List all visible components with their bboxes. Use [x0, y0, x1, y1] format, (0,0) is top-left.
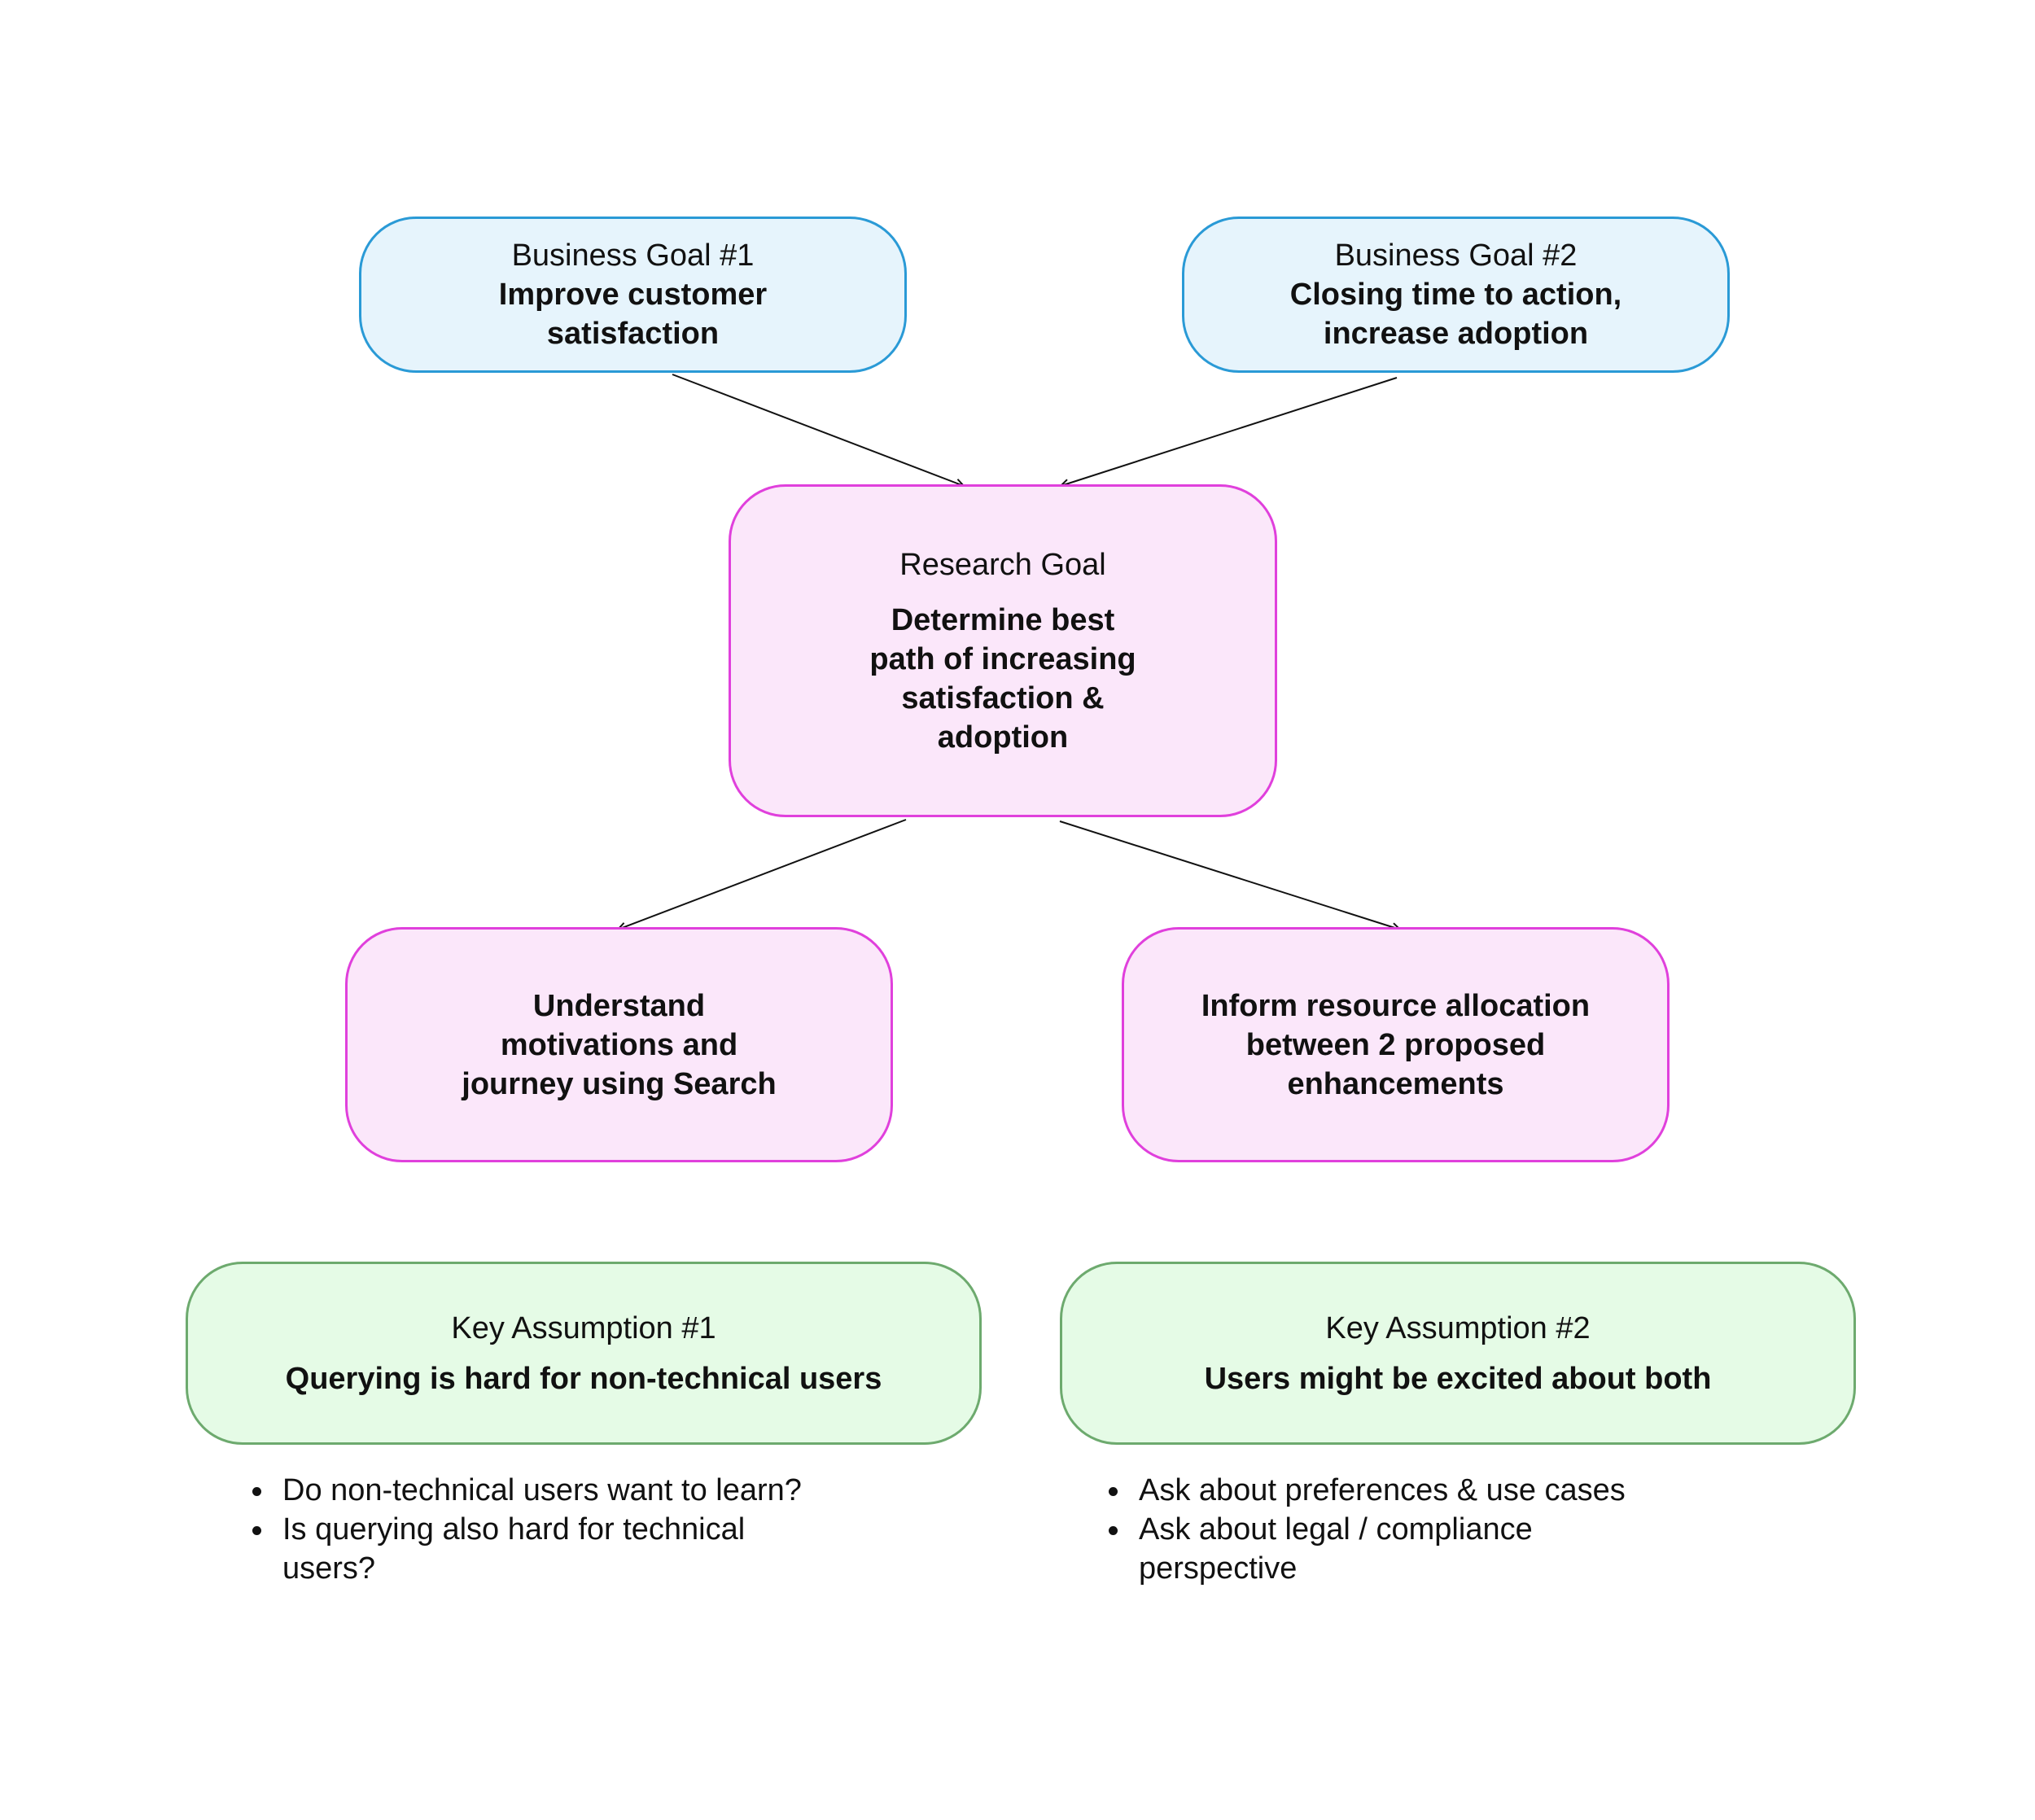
sub-goal-2: Inform resource allocation between 2 pro… — [1122, 927, 1670, 1162]
question-item: Is querying also hard for technical user… — [248, 1510, 834, 1588]
key-assumption-2-label: Key Assumption #2 — [1325, 1310, 1591, 1345]
key-assumption-1-questions: Do non-technical users want to learn? Is… — [248, 1471, 834, 1588]
key-assumption-2-title: Users might be excited about both — [1204, 1361, 1712, 1396]
sub-goal-1-title: Understand motivations and journey using… — [462, 988, 777, 1101]
key-assumption-2-questions: Ask about preferences & use cases Ask ab… — [1105, 1471, 1691, 1588]
question-item: Ask about preferences & use cases — [1105, 1471, 1691, 1510]
question-item: Ask about legal / compliance perspective — [1105, 1510, 1691, 1588]
business-goal-1: Business Goal #1 Improve customer satisf… — [359, 217, 907, 373]
arrow-research-goal-to-sub-goal-2 — [1059, 820, 1400, 930]
arrow-business-goal-2-to-research-goal — [1061, 377, 1398, 486]
arrow-research-goal-to-sub-goal-1 — [618, 819, 907, 930]
business-goal-2-label: Business Goal #2 — [1334, 238, 1578, 273]
business-goal-2-title: Closing time to action, increase adoptio… — [1289, 278, 1622, 351]
business-goal-2: Business Goal #2 Closing time to action,… — [1182, 217, 1730, 373]
key-assumption-2: Key Assumption #2 Users might be excited… — [1060, 1262, 1856, 1445]
business-goal-1-label: Business Goal #1 — [511, 238, 755, 273]
research-goal-label: Research Goal — [899, 547, 1106, 582]
arrow-business-goal-1-to-research-goal — [672, 374, 964, 486]
key-assumption-1-title: Querying is hard for non-technical users — [285, 1361, 882, 1396]
business-goal-1-title: Improve customer satisfaction — [498, 278, 768, 351]
key-assumption-1-label: Key Assumption #1 — [451, 1310, 716, 1345]
research-goal: Research Goal Determine best path of inc… — [729, 484, 1277, 817]
question-item: Do non-technical users want to learn? — [248, 1471, 834, 1510]
key-assumption-1: Key Assumption #1 Querying is hard for n… — [186, 1262, 982, 1445]
sub-goal-1: Understand motivations and journey using… — [345, 927, 893, 1162]
research-goal-title: Determine best path of increasing satisf… — [869, 602, 1136, 755]
sub-goal-2-title: Inform resource allocation between 2 pro… — [1201, 988, 1591, 1101]
